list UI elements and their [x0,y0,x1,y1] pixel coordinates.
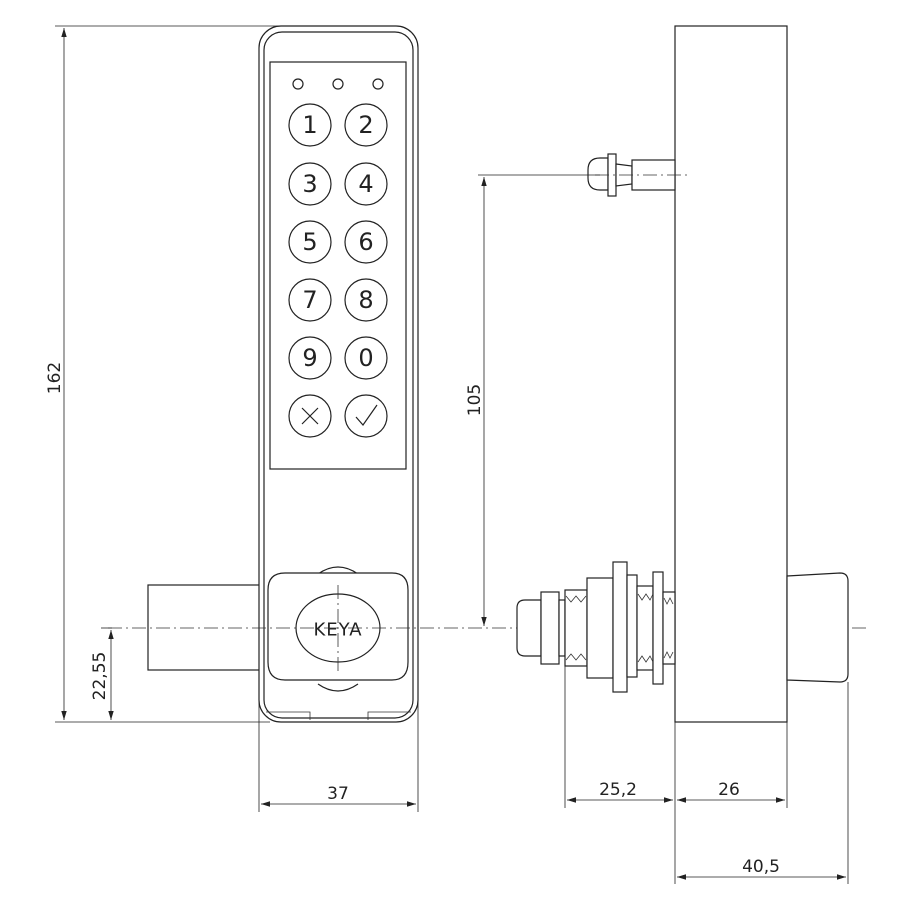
key-label: 3 [302,170,317,198]
key-label: 8 [358,286,373,314]
key-6[interactable]: 6 [344,220,388,264]
key-label: 2 [358,111,373,139]
dim-front-width: 37 [327,784,349,804]
key-label: 5 [302,228,317,256]
dim-overall-height: 162 [45,362,65,394]
knob-top-arc [317,566,359,575]
key-5[interactable]: 5 [288,220,332,264]
knob-bottom-arc [317,683,359,692]
key-7[interactable]: 7 [288,278,332,322]
status-leds [292,78,384,90]
confirm-check-icon [355,404,378,426]
key-3[interactable]: 3 [288,162,332,206]
cancel-cross-icon [301,407,319,425]
key-2[interactable]: 2 [344,103,388,147]
status-led-2 [332,78,344,90]
top-fixing-screw [587,153,690,197]
status-led-3 [372,78,384,90]
key-label: 6 [358,228,373,256]
dim-mount-spacing: 105 [465,384,485,416]
dimension-lines [55,25,849,884]
dim-knob-offset: 22,55 [90,652,110,701]
dim-thread-length: 25,2 [599,780,637,800]
dim-body-depth: 26 [718,780,740,800]
dimension-labels: 162 22,55 37 105 25,2 26 40,5 [45,362,780,877]
front-view: 1 2 3 4 5 6 7 8 9 0 KEYA [147,25,419,723]
key-label: 7 [302,286,317,314]
housing-inner [263,31,414,719]
key-8[interactable]: 8 [344,278,388,322]
cancel-key[interactable] [288,394,332,438]
keypad-panel [269,61,407,470]
key-label: 4 [358,170,373,198]
side-knob-cylinder [147,584,261,671]
dim-overall-depth: 40,5 [742,857,780,877]
key-4[interactable]: 4 [344,162,388,206]
door-body [674,25,788,723]
key-1[interactable]: 1 [288,103,332,147]
key-9[interactable]: 9 [288,336,332,380]
key-0[interactable]: 0 [344,336,388,380]
key-label: 0 [358,344,373,372]
keypad-keys: 1 2 3 4 5 6 7 8 9 0 [288,103,388,438]
rear-knob [786,572,849,683]
threaded-shaft [516,561,676,693]
side-view [516,25,849,723]
key-label: 9 [302,344,317,372]
confirm-key[interactable] [344,394,388,438]
brand-logo: KEYA [313,620,362,641]
key-label: 1 [302,111,317,139]
status-led-1 [292,78,304,90]
